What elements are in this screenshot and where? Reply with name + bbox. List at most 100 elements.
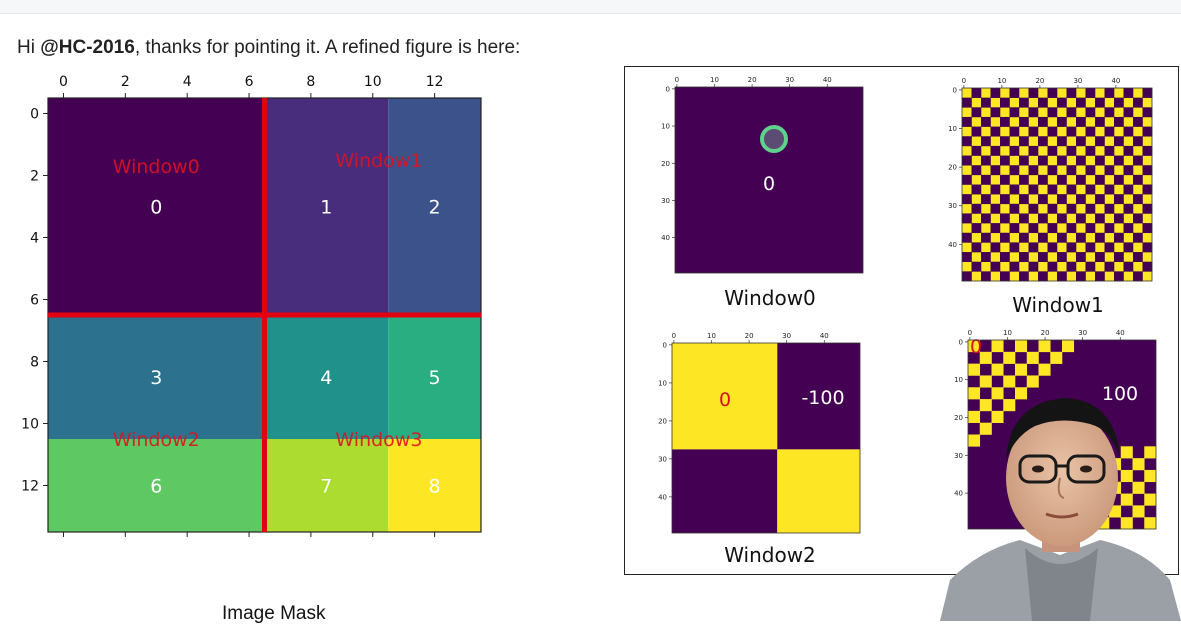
checker-cell: [971, 165, 982, 176]
checker-cell: [1038, 213, 1048, 224]
checker-cell: [1028, 107, 1039, 118]
checker-cell: [1133, 174, 1143, 185]
x-tick-label: 0: [962, 77, 966, 85]
glasses-left-lens: [1018, 454, 1058, 484]
checker-cell: [979, 351, 992, 364]
y-tick-label: 0: [959, 338, 963, 346]
checker-cell: [1120, 469, 1133, 483]
heatmap-fill: [675, 87, 863, 273]
checker-cell: [1142, 145, 1153, 156]
y-tick-label: 30: [948, 202, 957, 210]
checker-cell: [1076, 136, 1086, 147]
checker-cell: [1019, 97, 1029, 108]
checker-cell: [1133, 194, 1143, 205]
presenter-hair: [1006, 398, 1120, 460]
checker-cell: [1104, 203, 1115, 214]
checker-cell: [1066, 184, 1077, 195]
checker-cell: [1019, 116, 1029, 127]
y-tick-label: 10: [954, 376, 963, 384]
y-tick-label: 0: [666, 85, 670, 93]
checker-cell: [981, 174, 991, 185]
block-top-right: [777, 343, 860, 450]
checker-cell: [968, 363, 981, 376]
checker-cell: [1047, 261, 1058, 272]
checker-cell: [1095, 136, 1105, 147]
window-label: Window3: [335, 429, 422, 451]
checker-cell: [1133, 213, 1143, 224]
checker-cell: [1026, 375, 1039, 388]
window-label: Window2: [113, 429, 200, 451]
checker-cell: [1009, 145, 1020, 156]
x-tick-label: 40: [1116, 329, 1125, 337]
x-tick-label: 10: [997, 77, 1006, 85]
y-tick-label: 8: [30, 355, 39, 371]
x-tick-label: 40: [1111, 77, 1120, 85]
checker-cell: [990, 203, 1001, 214]
checker-cell: [1009, 261, 1020, 272]
checker-cell: [1142, 184, 1153, 195]
block-bottom-right: [777, 449, 860, 533]
checker-cell: [990, 88, 1001, 98]
x-tick-label: 20: [748, 76, 757, 84]
checker-cell: [1076, 271, 1086, 282]
checker-cell: [981, 97, 991, 108]
checker-cell: [962, 116, 972, 127]
x-tick-label: 30: [1078, 329, 1087, 337]
user-mention-link[interactable]: @HC-2016: [40, 37, 135, 58]
checker-cell: [1076, 252, 1086, 262]
checker-cell: [1009, 203, 1020, 214]
checker-cell: [1104, 107, 1115, 118]
checker-cell: [1114, 97, 1124, 108]
checker-cell: [1028, 242, 1039, 253]
checker-cell: [1104, 223, 1115, 234]
cell-value: -100: [801, 387, 844, 409]
checker-cell: [968, 340, 981, 353]
checker-cell: [1066, 223, 1077, 234]
glasses-right-lens: [1066, 454, 1106, 484]
checker-cell: [991, 340, 1004, 353]
window-title: Window1: [1012, 293, 1104, 317]
window-label: Window0: [113, 156, 200, 178]
checker-cell: [1142, 107, 1153, 118]
checker-cell: [962, 213, 972, 224]
mask-region-7: [264, 439, 389, 532]
checker-cell: [981, 252, 991, 262]
x-tick-label: 10: [710, 76, 719, 84]
checker-cell: [1028, 184, 1039, 195]
checker-cell: [1123, 184, 1134, 195]
checker-cell: [981, 232, 991, 243]
x-tick-label: 0: [968, 329, 972, 337]
heatmap-frame: [961, 87, 1153, 282]
mask-region-value: 3: [150, 367, 162, 389]
checker-cell: [1144, 446, 1157, 459]
x-tick-label: 10: [707, 332, 716, 340]
y-tick-label: 12: [21, 479, 39, 495]
x-tick-label: 0: [675, 76, 679, 84]
mask-region-value: 4: [320, 367, 332, 389]
x-tick-label: 20: [745, 332, 754, 340]
checker-cell: [1132, 505, 1145, 518]
checker-cell: [1132, 481, 1145, 494]
checker-cell: [1057, 194, 1067, 205]
checker-cell: [1009, 126, 1020, 137]
hoodie-shadow: [1025, 548, 1098, 621]
checker-cell: [1133, 155, 1143, 166]
checker-cell: [1123, 223, 1134, 234]
checker-cell: [1066, 242, 1077, 253]
checker-cell: [981, 116, 991, 127]
checker-cell: [979, 375, 992, 388]
checker-cell: [962, 136, 972, 147]
checker-cell: [1123, 261, 1134, 272]
checker-cell: [990, 261, 1001, 272]
checker-cell: [1047, 184, 1058, 195]
checker-cell: [1015, 387, 1028, 400]
y-tick-label: 40: [661, 234, 670, 242]
y-tick-label: 0: [30, 107, 39, 123]
x-tick-label: 0: [672, 332, 676, 340]
y-tick-label: 20: [661, 160, 670, 168]
checker-cell: [990, 184, 1001, 195]
presenter-webcam-overlay: [940, 398, 1181, 621]
checker-cell: [1047, 145, 1058, 156]
